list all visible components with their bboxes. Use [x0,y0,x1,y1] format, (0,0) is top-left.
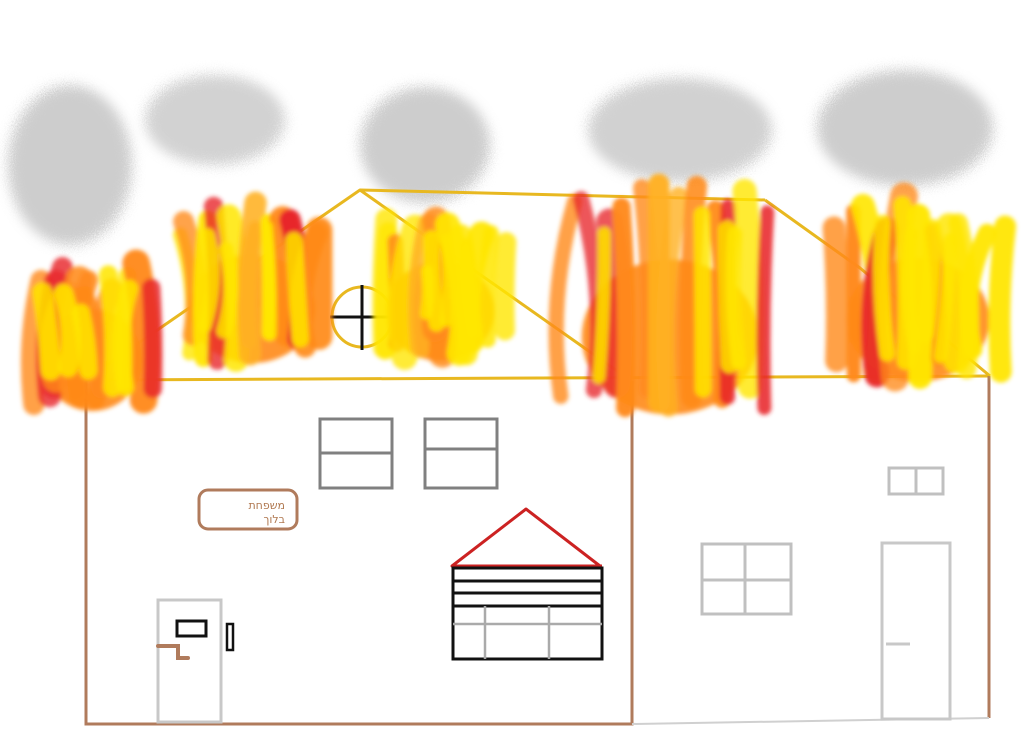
annex-window [700,542,793,616]
annex-door [880,541,952,721]
flame-stroke [388,214,428,370]
flame-stroke [988,215,1017,383]
flame-highlight [53,283,81,378]
flame-highlight [592,227,611,384]
smoke-clouds [8,70,993,245]
flame-highlight [260,220,277,341]
flame-highlight [112,279,139,397]
front-door [156,598,235,724]
flame-stroke [656,186,689,417]
flame-stroke [548,193,583,404]
flame-cluster [548,173,775,418]
flame-stroke [237,191,267,366]
flame-cluster [822,182,1017,392]
main-house: משפחת בלוך [84,381,634,726]
flame-highlight [916,218,942,343]
flame-stroke [959,223,997,359]
flame-stroke [478,225,499,348]
flame-cluster [172,191,333,372]
flame-stroke [494,232,517,341]
upper-window-left [318,417,394,490]
sign-line-1: משפחת [248,499,285,512]
flame-stroke [375,222,398,360]
flame-highlight [901,226,922,354]
flame-stroke [141,278,163,399]
flame-highlight [198,228,220,333]
roof-eave-line [84,374,991,382]
upper-window-right [423,417,499,490]
door-handle [156,644,190,660]
flames [20,173,1017,418]
flame-highlight [216,242,239,339]
flame-cluster [20,249,163,416]
flame-stroke [906,203,933,389]
flame-highlight [439,234,456,327]
flame-highlight [285,231,309,348]
flame-cluster [372,206,517,370]
smoke-cloud [145,75,285,165]
flame-highlight [872,214,896,362]
flame-highlight [71,303,98,380]
door-peephole [175,619,208,638]
annex-small-window [887,466,945,496]
sign-line-2: בלוך [263,513,285,526]
flame-highlight [32,282,61,381]
annex-house [631,376,991,725]
flame-stroke [732,178,764,399]
flame-highlight [423,230,445,332]
door-side-plate [225,622,235,652]
flame-stroke [756,205,775,416]
garage-roof [450,507,602,568]
flame-stroke [846,204,861,383]
flame-stroke [822,216,849,373]
smoke-cloud [8,85,132,245]
flame-highlight [933,233,957,364]
flame-highlight [693,206,712,398]
garage-door [451,566,604,661]
smoke-cloud [360,87,490,203]
flame-highlight [458,238,483,338]
smoke-cloud [817,70,993,186]
garage [450,507,604,661]
smoke-cloud [588,78,772,182]
flame-highlight [718,220,739,374]
family-name-sign: משפחת בלוך [197,488,299,531]
main-roof-line [84,188,631,382]
main-house-wall [84,381,634,726]
flame-stroke [612,197,636,418]
